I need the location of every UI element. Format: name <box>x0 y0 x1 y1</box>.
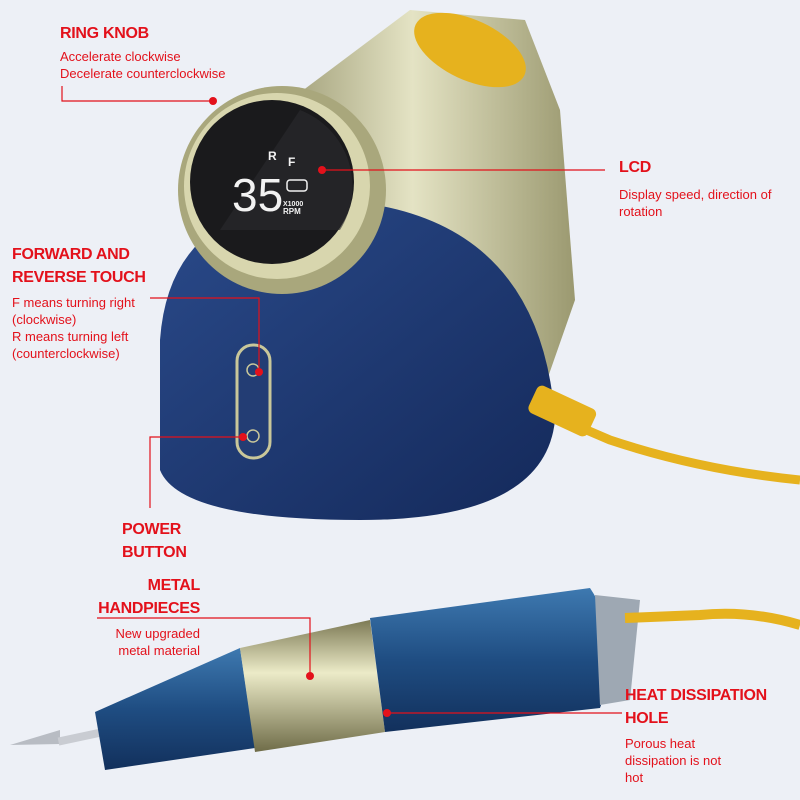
ring-knob-title: RING KNOB <box>60 25 149 42</box>
battery-icon <box>286 179 308 192</box>
heat-desc-1: Porous heat <box>625 736 696 751</box>
lcd-unit: RPM <box>283 207 301 216</box>
handpiece-desc-1: New upgraded <box>115 626 200 641</box>
heat-desc-2: dissipation is not <box>625 753 722 768</box>
lcd-unit-multiplier: X1000 <box>283 201 303 208</box>
callout-dots <box>209 97 391 717</box>
handpiece-grip <box>95 648 255 770</box>
power-title-2: BUTTON <box>122 544 187 561</box>
touch-desc-4: (counterclockwise) <box>12 346 120 361</box>
cable <box>538 405 800 485</box>
lcd-speed: 35 <box>232 169 283 221</box>
touch-title-1: FORWARD AND <box>12 246 130 263</box>
ring-knob-desc-2: Decelerate counterclockwise <box>60 66 226 81</box>
handpiece <box>10 588 800 770</box>
touch-title-2: REVERSE TOUCH <box>12 269 146 286</box>
heat-desc-3: hot <box>625 770 644 785</box>
lcd-desc-2: rotation <box>619 204 663 219</box>
touch-desc-3: R means turning left <box>12 329 129 344</box>
power-button[interactable] <box>246 429 260 443</box>
touch-desc-1: F means turning right <box>12 295 135 310</box>
touch-panel <box>235 343 272 460</box>
handpiece-title-1: METAL <box>147 577 201 594</box>
lcd-forward-indicator: F <box>288 155 295 169</box>
lcd-desc-1: Display speed, direction of <box>619 187 772 202</box>
heat-title-2: HOLE <box>625 710 669 727</box>
heat-title-1: HEAT DISSIPATION <box>625 687 767 704</box>
control-unit <box>160 10 800 520</box>
power-title-1: POWER <box>122 521 181 538</box>
lcd-title: LCD <box>619 159 651 176</box>
handpiece-desc-2: metal material <box>118 643 200 658</box>
touch-desc-2: (clockwise) <box>12 312 77 327</box>
lcd-readout: 35 R F X1000 RPM <box>232 149 308 221</box>
ring-knob-desc-1: Accelerate clockwise <box>60 49 181 64</box>
callout-lines <box>61 86 622 714</box>
lcd-reverse-indicator: R <box>268 149 277 163</box>
handpiece-title-2: HANDPIECES <box>98 600 200 617</box>
